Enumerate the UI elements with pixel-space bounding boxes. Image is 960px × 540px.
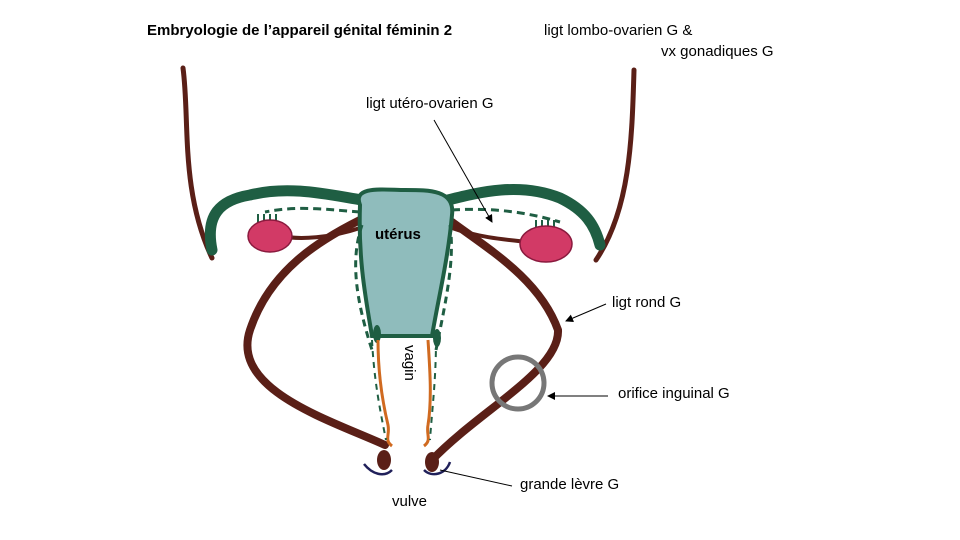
ovary-left-side — [519, 225, 573, 263]
vagina-wall-right — [376, 339, 393, 448]
duct-remnant-left — [433, 329, 441, 347]
vagina-dashed-right — [371, 339, 387, 441]
duct-remnant-right — [373, 325, 381, 343]
label-vagin: vagin — [401, 345, 418, 381]
inguinal-ring — [489, 354, 547, 412]
ovary-right-side — [247, 219, 293, 253]
label-uterus: utérus — [375, 226, 421, 243]
pointer-grande-levre — [439, 469, 513, 487]
labium-outline-right — [363, 463, 393, 476]
tube-dashed-duct-left — [451, 207, 561, 224]
label-vulve: vulve — [392, 493, 428, 510]
uterus-shape — [356, 187, 455, 338]
label-lombo-ovarien-line2: vx gonadiques G — [661, 43, 774, 60]
mesonephric-duct-right — [354, 224, 374, 351]
pointer-utero-ovarian — [433, 119, 493, 223]
lumbo-ovarian-ligament-left-side — [593, 67, 637, 263]
label-ligt-rond: ligt rond G — [612, 294, 682, 311]
lumbo-ovarian-ligament-right-side — [180, 65, 215, 261]
diagram-title: Embryologie de l’appareil génital fémini… — [147, 22, 453, 39]
vagina-wall-left — [423, 339, 432, 448]
label-lombo-ovarien-line1: ligt lombo-ovarien G & — [544, 22, 693, 39]
fallopian-tube-right-side — [204, 185, 368, 256]
labium-outline-left — [423, 461, 452, 476]
labium-right-side — [377, 450, 391, 470]
labium-left-side — [425, 452, 439, 472]
tube-dashed-duct-right — [264, 206, 361, 214]
label-grande-levre: grande lèvre G — [520, 476, 620, 493]
label-orifice-inguinal: orifice inguinal G — [618, 385, 730, 402]
pointer-ligt-rond — [565, 303, 607, 322]
round-ligament-left-side — [428, 218, 563, 464]
label-utero-ovarien: ligt utéro-ovarien G — [366, 95, 494, 112]
round-ligament-right-side — [243, 216, 389, 449]
vagina-dashed-left — [429, 339, 437, 441]
